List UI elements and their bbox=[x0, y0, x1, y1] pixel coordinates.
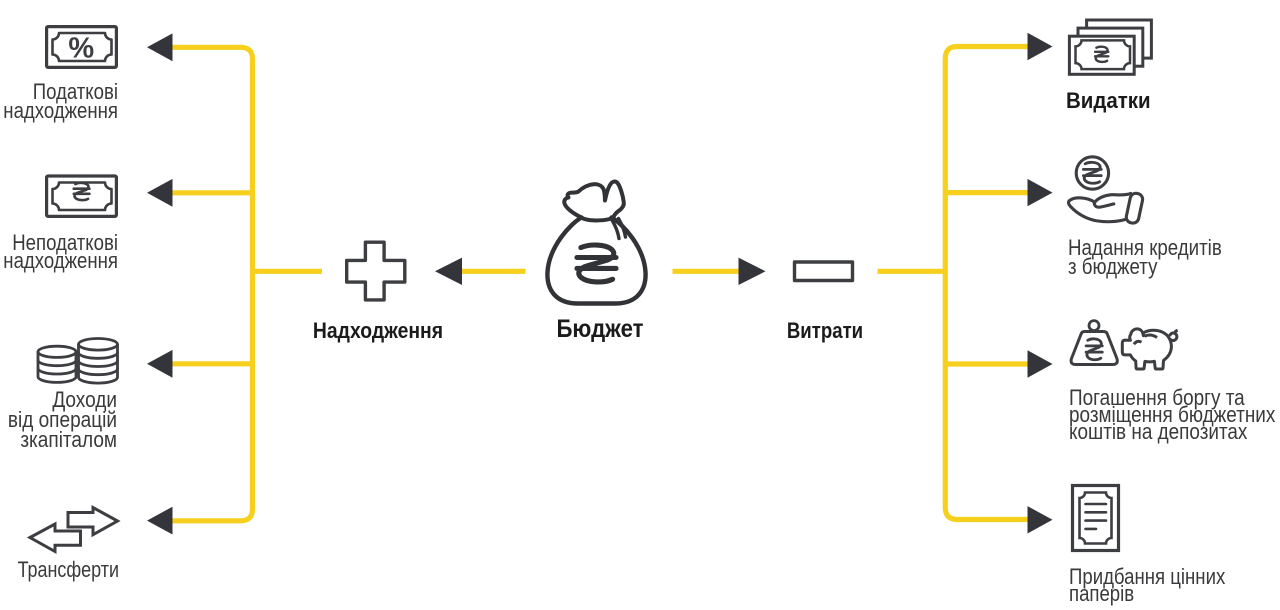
svg-text:%: % bbox=[68, 33, 94, 65]
